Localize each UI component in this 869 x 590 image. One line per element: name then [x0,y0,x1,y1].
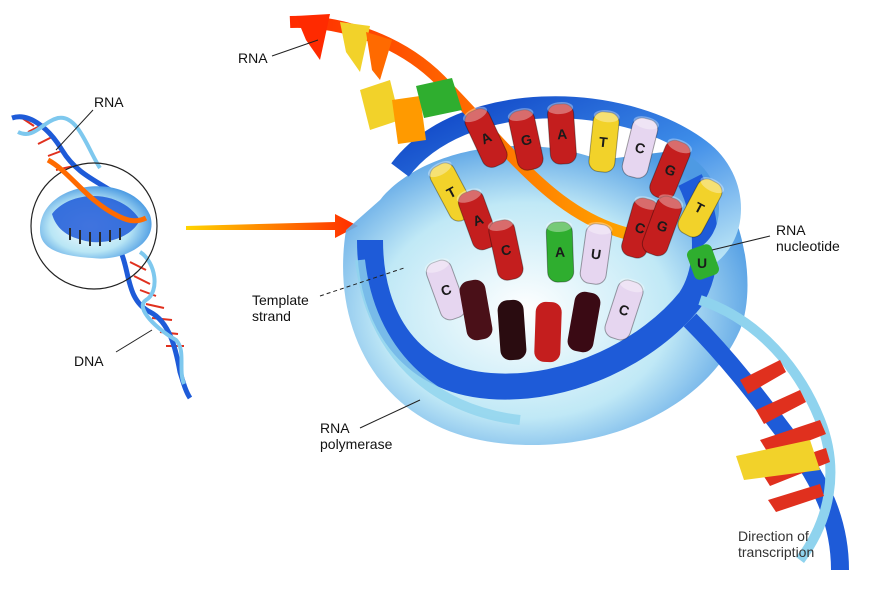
direction-label-line1: Direction of [738,528,809,544]
rna-base: A [547,102,577,165]
lower-base-letter: C [617,301,632,319]
template-base-letter: U [590,245,602,262]
dna-pointer [115,329,153,353]
dna-tail [683,295,849,571]
template-label-line1: Template [252,292,309,308]
rna-nucleotide-label: RNA nucleotide [776,222,840,254]
rna-base-letter: G [519,131,533,149]
rna-top-label: RNA [238,50,268,66]
small-dna-helix [11,114,193,400]
dna-base-rung [497,299,527,361]
rna-base-letter: C [633,139,647,157]
small-rna-pointer [55,109,94,151]
rna-base-letter: T [598,134,609,151]
dna-label: DNA [74,353,104,369]
rna-base: T [588,110,620,173]
dna-base-rung [534,301,562,363]
template-base-letter: A [555,244,566,260]
rna-base: A [462,106,508,168]
rna-polymerase-label: RNA polymerase [320,420,392,452]
template-pointer [319,267,405,297]
small-polymerase [40,157,152,259]
nucleotide-label-line1: RNA [776,222,806,238]
template-base: A [456,188,499,251]
template-base: A [545,220,575,283]
dna-base-rung [459,279,493,341]
polymerase-label-line1: RNA [320,420,350,436]
polymerase-label-line2: polymerase [320,436,393,452]
lower-bases: CC [424,258,645,363]
lower-base: C [424,258,467,321]
direction-label: Direction of transcription [738,528,814,560]
free-nucleotide-letter: U [697,255,707,271]
rna-base: G [649,138,693,201]
polymerase-pointer [359,399,421,429]
rna-base: C [621,116,659,179]
rna-base: G [507,108,544,171]
rna-base: T [677,176,725,238]
dna-base-rung [567,291,601,353]
rna-small-label: RNA [94,94,124,110]
nucleotide-pointer [711,235,771,251]
nucleotide-label-line2: nucleotide [776,238,840,254]
magnifier-circle [30,162,158,290]
rna-base-letter: A [556,126,567,143]
template-base: G [641,194,684,257]
template-base: U [579,222,613,285]
lower-base: C [604,278,645,341]
zoom-arrow [186,214,358,238]
template-strand-label: Template strand [252,292,309,324]
rna-top-pointer [271,39,319,57]
dna-inner-strand [391,96,741,270]
template-base: C [487,218,524,281]
template-base-letter: G [655,217,671,236]
free-rna-nucleotide: U [687,244,719,280]
template-base-letter: C [633,219,647,237]
template-base-letter: C [499,241,512,259]
direction-label-line2: transcription [738,544,815,560]
template-label-line2: strand [252,308,291,324]
